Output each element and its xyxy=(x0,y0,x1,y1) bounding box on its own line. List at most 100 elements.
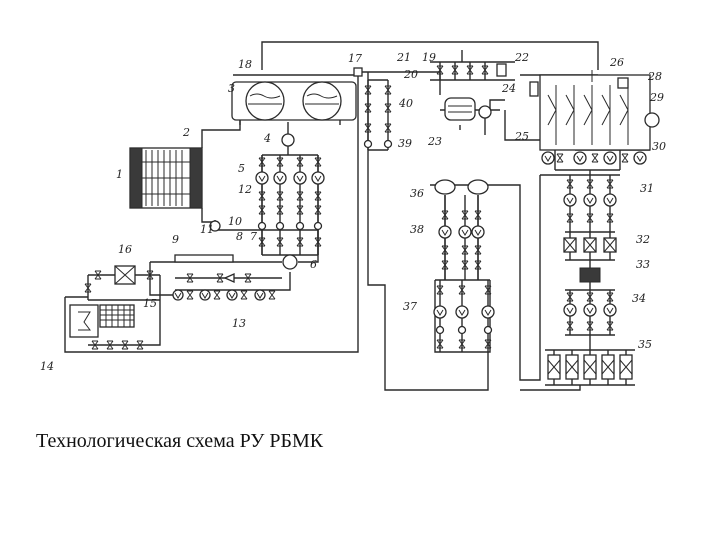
valve-icon xyxy=(364,85,372,95)
pumps-31 xyxy=(563,175,617,232)
heaters-32 xyxy=(563,232,617,260)
label-23: 23 xyxy=(427,135,442,148)
label-4: 4 xyxy=(263,132,271,145)
valve-icon xyxy=(436,285,444,295)
label-14: 14 xyxy=(40,360,54,373)
label-31: 31 xyxy=(640,182,654,195)
label-37: 37 xyxy=(403,300,417,313)
valve-icon xyxy=(136,340,144,350)
label-15: 15 xyxy=(143,297,157,310)
check-valve-icon xyxy=(223,272,235,284)
pumps-13-row xyxy=(84,270,276,350)
pump-triangle-icon xyxy=(566,307,574,314)
valve-icon xyxy=(566,179,574,189)
flowmeter-icon xyxy=(313,221,323,231)
valve-icon xyxy=(276,157,284,167)
valve-icon xyxy=(84,283,92,293)
pumps-37 xyxy=(433,280,495,352)
filter-14 xyxy=(69,304,99,338)
valve-icon xyxy=(121,340,129,350)
number-labels: 1 2 3 4 5 6 7 8 9 10 11 12 13 14 15 16 1… xyxy=(40,51,666,373)
pump-triangle-icon xyxy=(174,292,182,299)
valve-17 xyxy=(353,67,363,77)
heater-cross xyxy=(547,359,561,375)
valve-icon xyxy=(146,270,154,280)
valve-icon xyxy=(106,340,114,350)
label-20: 20 xyxy=(403,68,418,81)
tank-23 xyxy=(444,97,476,121)
valve-icon xyxy=(474,245,482,255)
valve-icon xyxy=(586,292,594,302)
valve-icon xyxy=(384,103,392,113)
valve-icon xyxy=(606,179,614,189)
heat-exchanger-16 xyxy=(114,265,136,285)
valve-icon xyxy=(258,157,266,167)
diagram-caption: Технологическая схема РУ РБМК xyxy=(36,430,324,452)
valve-icon xyxy=(436,339,444,349)
pump-triangle-icon xyxy=(606,197,614,204)
valve-icon xyxy=(466,65,474,75)
pump-icon xyxy=(455,305,469,319)
pump-triangle-icon xyxy=(484,309,492,316)
label-26: 26 xyxy=(609,56,624,69)
valve-icon xyxy=(621,153,629,163)
pump-triangle-icon xyxy=(436,309,444,316)
pump-icon xyxy=(433,305,447,319)
valve-icon xyxy=(186,273,194,283)
valve-icon xyxy=(474,210,482,220)
pump-icon xyxy=(199,289,211,301)
pump-triangle-icon xyxy=(228,292,236,299)
pump-icon xyxy=(273,171,287,185)
valve-icon xyxy=(586,179,594,189)
pump-triangle-icon xyxy=(636,155,644,162)
valve-icon xyxy=(384,123,392,133)
flowmeter-11 xyxy=(209,220,221,232)
pump-4 xyxy=(281,133,295,147)
heaters-35 xyxy=(547,350,633,385)
pump-triangle-icon xyxy=(544,155,552,162)
valve-icon xyxy=(276,205,284,215)
label-8: 8 xyxy=(236,230,243,243)
valve-icon xyxy=(458,339,466,349)
valve-icon xyxy=(91,340,99,350)
pump-icon xyxy=(573,151,587,165)
valve-icon xyxy=(451,65,459,75)
heater-cross xyxy=(563,237,577,253)
valve-icon xyxy=(384,85,392,95)
pump-triangle-icon xyxy=(576,155,584,162)
label-24: 24 xyxy=(501,82,516,95)
valve-icon xyxy=(240,290,248,300)
valve-icon xyxy=(474,260,482,270)
valve-icon xyxy=(586,321,594,331)
heater-cross xyxy=(603,237,617,253)
pump-icon xyxy=(226,289,238,301)
valve-icon xyxy=(566,213,574,223)
valve-icon xyxy=(606,213,614,223)
label-32: 32 xyxy=(636,233,650,246)
pump-icon xyxy=(633,151,647,165)
valves-39-40 xyxy=(363,79,393,151)
flowmeter-icon xyxy=(483,325,493,335)
label-10: 10 xyxy=(228,215,242,228)
header-6 xyxy=(282,254,298,270)
valve-icon xyxy=(94,270,102,280)
pumps-30-row xyxy=(541,151,647,165)
flowmeter-icon xyxy=(363,139,373,149)
label-29: 29 xyxy=(649,91,664,104)
valve-icon xyxy=(296,157,304,167)
valve-icon xyxy=(566,292,574,302)
header-19-22 xyxy=(430,50,515,81)
pump-icon xyxy=(255,171,269,185)
pump-triangle-icon xyxy=(566,197,574,204)
valve-icon xyxy=(186,290,194,300)
label-1: 1 xyxy=(116,168,123,181)
pipe-2 xyxy=(201,112,241,148)
label-18: 18 xyxy=(238,58,252,71)
label-25: 25 xyxy=(514,130,529,143)
pump-icon xyxy=(293,171,307,185)
pumps-34 xyxy=(563,290,617,335)
pump-triangle-icon xyxy=(276,175,284,182)
pump-icon xyxy=(603,151,617,165)
pump-triangle-icon xyxy=(258,175,266,182)
